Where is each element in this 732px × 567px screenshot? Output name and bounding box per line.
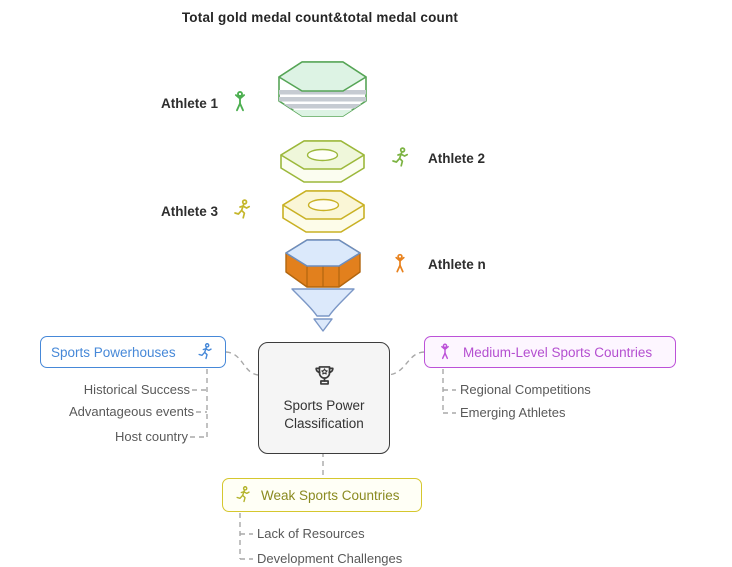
funnel-arrow-icon: [313, 318, 333, 332]
node-sports-powerhouses: Sports Powerhouses: [40, 336, 226, 368]
node-medium-level-sports-countries: Medium-Level Sports Countries: [424, 336, 676, 368]
athlete-1-label: Athlete 1: [160, 96, 218, 111]
athlete-n-label: Athlete n: [428, 257, 486, 272]
gymnast-icon: [435, 342, 455, 362]
funnel-layer-1: [278, 61, 367, 117]
runner-icon: [195, 342, 215, 362]
athlete-2-label: Athlete 2: [428, 151, 486, 166]
center-node-label: Sports Power Classification: [283, 397, 365, 431]
dashed-connectors: [190, 351, 456, 560]
weak-item: Lack of Resources: [257, 526, 365, 541]
node-weak-sports-countries: Weak Sports Countries: [222, 478, 422, 512]
runner-icon: [233, 485, 253, 505]
medium-item: Regional Competitions: [460, 382, 591, 397]
medium-item: Emerging Athletes: [460, 405, 566, 420]
athlete-3-label: Athlete 3: [160, 204, 218, 219]
connector-right-to-center: [387, 351, 425, 376]
funnel-cone: [291, 288, 355, 332]
page-title: Total gold medal count&total medal count: [181, 10, 459, 25]
powerhouses-item: Host country: [115, 429, 188, 444]
funnel-layer-2: [280, 140, 365, 183]
powerhouses-item: Advantageous events: [68, 404, 194, 419]
center-node-sports-power-classification: Sports Power Classification: [258, 342, 390, 454]
runner-icon: [388, 146, 412, 170]
sports-powerhouses-label: Sports Powerhouses: [51, 344, 176, 360]
funnel-layer-4: [285, 239, 361, 288]
gymnast-icon: [227, 89, 253, 115]
runner-icon: [230, 198, 254, 222]
funnel-layer-3: [282, 190, 365, 233]
trophy-icon: [311, 363, 338, 390]
weak-item: Development Challenges: [257, 551, 403, 566]
powerhouses-item: Historical Success: [83, 382, 190, 397]
medium-level-label: Medium-Level Sports Countries: [463, 344, 653, 360]
connector-left-to-center: [225, 351, 259, 376]
celebrating-athlete-icon: [388, 252, 412, 276]
weak-sports-label: Weak Sports Countries: [261, 487, 400, 503]
